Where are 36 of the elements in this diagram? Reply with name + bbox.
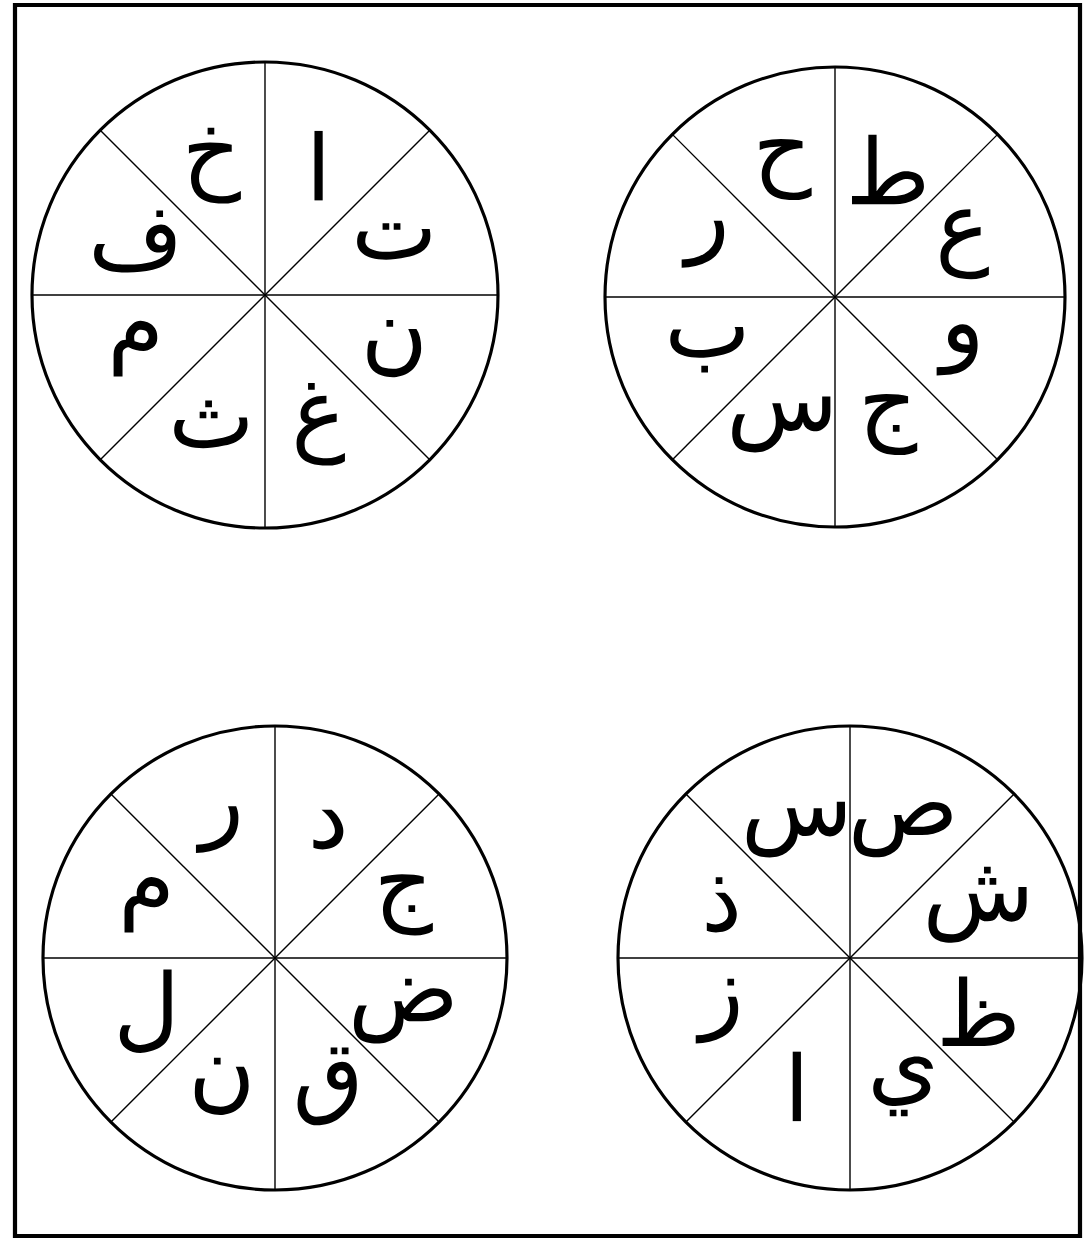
letter: ب [670, 327, 744, 373]
letter: ج [380, 874, 433, 936]
letter-wheel [41, 724, 509, 1192]
letter: خ [188, 127, 241, 204]
letter: ز [695, 978, 739, 1044]
letter: ج [865, 393, 918, 456]
letter: س [746, 801, 845, 858]
letter-wheel [603, 65, 1067, 529]
letter: ا [792, 1051, 801, 1122]
letter: ي [873, 1056, 934, 1117]
letter: ش [928, 866, 1027, 943]
letter: ث [174, 400, 248, 449]
letter: و [936, 324, 978, 376]
letter: ط [852, 134, 924, 205]
letter: ع [940, 209, 989, 280]
letter-wheel [616, 724, 1084, 1192]
letter: ا [314, 130, 323, 201]
letter: ظ [942, 976, 1015, 1046]
letter-wheel [30, 60, 500, 530]
letter: س [732, 396, 831, 453]
letter: د [313, 809, 344, 850]
letter: ق [297, 1047, 357, 1126]
letter: ذ [706, 877, 737, 933]
letter: ض [353, 978, 452, 1044]
letter: ص [853, 801, 952, 858]
letter: ف [94, 210, 176, 273]
letter: ن [367, 320, 422, 378]
letter: غ [296, 383, 345, 466]
letter: ت [357, 223, 431, 260]
letter: م [113, 320, 158, 377]
letter: ر [195, 806, 239, 853]
letter: ن [194, 1057, 249, 1115]
letter: م [124, 877, 169, 933]
letter: ل [119, 969, 172, 1053]
letter: ح [759, 138, 812, 201]
letter: ر [681, 220, 725, 268]
